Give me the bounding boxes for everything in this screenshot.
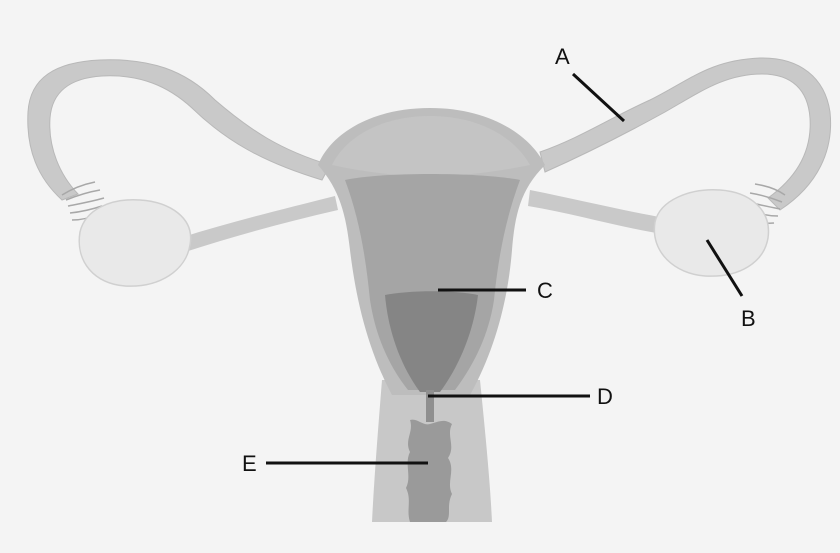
- label-b: B: [741, 306, 756, 331]
- label-e: E: [242, 451, 257, 476]
- vaginal-canal: [406, 420, 452, 522]
- label-d: D: [597, 384, 613, 409]
- right-ovary: [654, 190, 768, 276]
- label-c: C: [537, 278, 553, 303]
- label-a: A: [555, 44, 570, 69]
